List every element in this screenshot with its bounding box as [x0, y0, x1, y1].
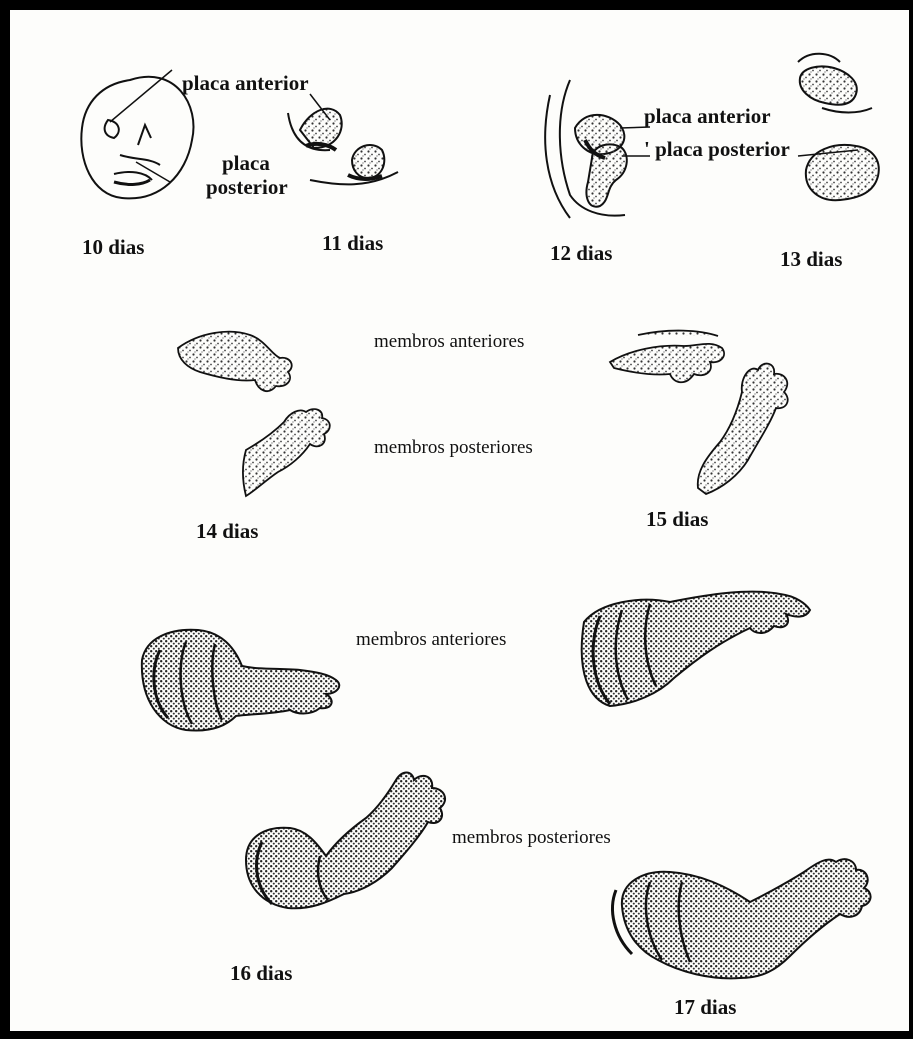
label-placa-posterior-10b: posterior	[206, 176, 288, 198]
limb-17-days-posterior-drawing	[613, 859, 871, 978]
label-placa-posterior-10a: placa	[222, 152, 270, 174]
label-membros-anteriores-1: membros anteriores	[374, 332, 524, 352]
stage-label-15-days: 15 dias	[646, 508, 708, 530]
label-membros-posteriores-1: membros posteriores	[374, 438, 533, 458]
label-membros-posteriores-2: membros posteriores	[452, 828, 611, 848]
stage-label-12-days: 12 dias	[550, 242, 612, 264]
limbs-14-days-drawing	[178, 332, 330, 496]
embryo-11-days-drawing	[288, 94, 398, 184]
embryo-10-days-drawing	[81, 70, 193, 198]
stage-label-16-days: 16 dias	[230, 962, 292, 984]
label-placa-anterior-10: placa anterior	[182, 72, 309, 94]
limb-16-days-anterior-right-drawing	[582, 592, 810, 706]
embryo-12-days-drawing	[545, 80, 650, 218]
stage-label-10-days: 10 dias	[82, 236, 144, 258]
label-placa-posterior-12: ' placa posterior	[644, 138, 790, 160]
limb-drawings	[10, 10, 909, 1031]
label-membros-anteriores-2: membros anteriores	[356, 630, 506, 650]
stage-label-13-days: 13 dias	[780, 248, 842, 270]
stage-label-17-days: 17 dias	[674, 996, 736, 1018]
limbs-13-days-drawing	[798, 54, 879, 200]
limb-16-days-anterior-drawing	[142, 630, 339, 731]
limbs-15-days-drawing	[610, 331, 788, 494]
stage-label-11-days: 11 dias	[322, 232, 383, 254]
label-placa-anterior-12: placa anterior	[644, 105, 771, 127]
limb-16-days-posterior-drawing	[246, 773, 445, 909]
stage-label-14-days: 14 dias	[196, 520, 258, 542]
